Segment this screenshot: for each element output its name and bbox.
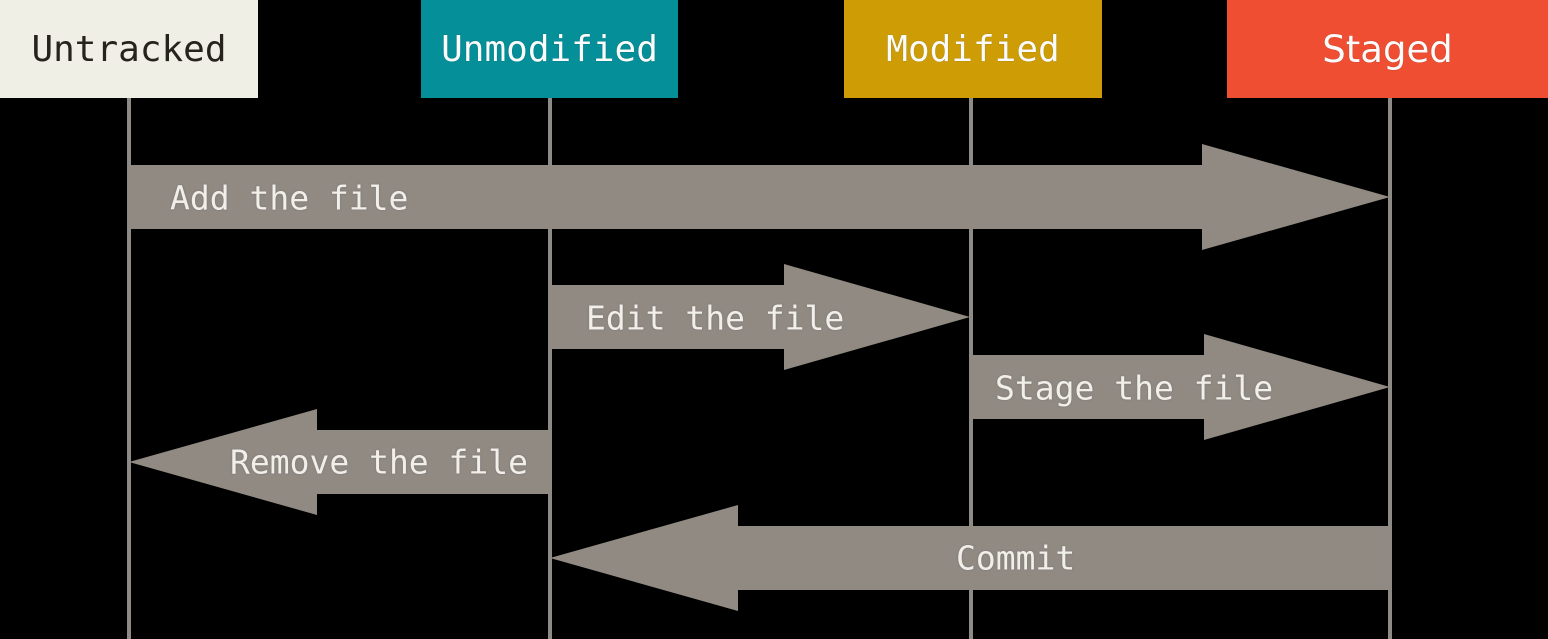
arrow-shaft: [129, 165, 1202, 229]
arrow-shaft: [550, 285, 784, 349]
lifeline-unmodified: [548, 98, 552, 639]
state-label-unmodified: Unmodified: [441, 28, 658, 70]
arrow-head-left-icon: [129, 409, 317, 515]
state-box-untracked: Untracked: [0, 0, 258, 98]
arrow-label: Commit: [956, 538, 1076, 578]
state-label-staged: Staged: [1322, 27, 1453, 71]
lifeline-untracked: [127, 98, 131, 639]
arrow-label: Edit the file: [586, 298, 845, 338]
arrow-shaft: [738, 526, 1390, 590]
arrow-shaft: [317, 430, 550, 494]
arrow-head-left-icon: [550, 505, 738, 611]
arrow-label: Add the file: [170, 178, 409, 218]
state-label-modified: Modified: [886, 28, 1060, 70]
arrow-label: Remove the file: [230, 442, 529, 482]
arrow-shaft: [970, 355, 1204, 419]
state-label-untracked: Untracked: [31, 28, 227, 70]
state-box-unmodified: Unmodified: [421, 0, 678, 98]
arrow-head-right-icon: [784, 264, 970, 370]
arrow-head-right-icon: [1202, 144, 1390, 250]
arrow-head-right-icon: [1204, 334, 1390, 440]
state-box-modified: Modified: [844, 0, 1102, 98]
state-box-staged: Staged: [1227, 0, 1548, 98]
lifeline-staged: [1388, 98, 1392, 639]
arrow-label: Stage the file: [995, 368, 1274, 408]
